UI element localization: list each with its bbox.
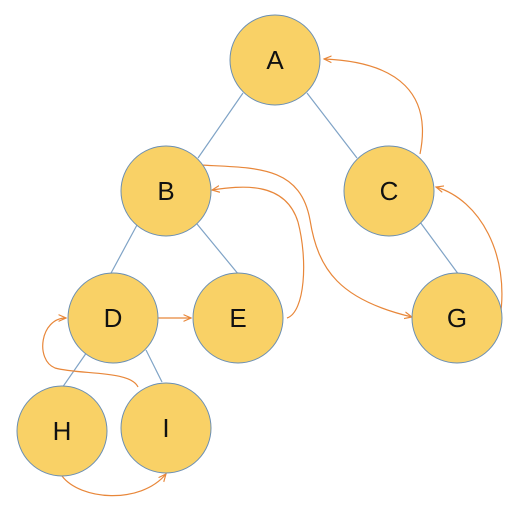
- node-e-label: E: [229, 303, 246, 333]
- arrow-h-to-i: [61, 474, 166, 497]
- arrow-c-to-a: [324, 59, 424, 155]
- tree-edge-b-d: [109, 224, 138, 276]
- tree-edge-d-i: [145, 349, 163, 383]
- tree-edge-a-c: [306, 92, 358, 159]
- node-a: A: [229, 14, 321, 106]
- node-i-circle: [120, 382, 212, 474]
- node-h: H: [16, 385, 108, 477]
- node-a-label: A: [266, 45, 284, 75]
- arrow-i-to-d: [42, 318, 139, 388]
- node-c: C: [343, 145, 435, 237]
- node-b-label: B: [157, 176, 174, 206]
- tree-nodes: A B C D E G H I: [16, 14, 503, 477]
- node-e: E: [192, 272, 284, 364]
- node-c-circle: [343, 145, 435, 237]
- tree-edge-b-e: [196, 223, 240, 276]
- node-d: D: [67, 272, 159, 364]
- node-h-circle: [16, 385, 108, 477]
- node-i: I: [120, 382, 212, 474]
- node-g-label: G: [447, 303, 467, 333]
- tree-edge-a-b: [197, 92, 244, 159]
- node-b-circle: [120, 145, 212, 237]
- arrow-e-to-b: [212, 187, 305, 319]
- traversal-arrows: [42, 59, 503, 497]
- node-h-label: H: [53, 416, 72, 446]
- node-i-label: I: [162, 413, 169, 443]
- node-c-label: C: [380, 176, 399, 206]
- node-d-circle: [67, 272, 159, 364]
- tree-edge-d-h: [61, 351, 88, 389]
- tree-edges: [61, 92, 460, 389]
- node-e-circle: [192, 272, 284, 364]
- node-d-label: D: [104, 303, 123, 333]
- arrow-g-to-c: [436, 187, 503, 319]
- arrow-b-to-g: [199, 164, 412, 317]
- node-g-circle: [411, 272, 503, 364]
- node-b: B: [120, 145, 212, 237]
- node-a-circle: [229, 14, 321, 106]
- tree-edge-c-g: [419, 221, 460, 276]
- node-g: G: [411, 272, 503, 364]
